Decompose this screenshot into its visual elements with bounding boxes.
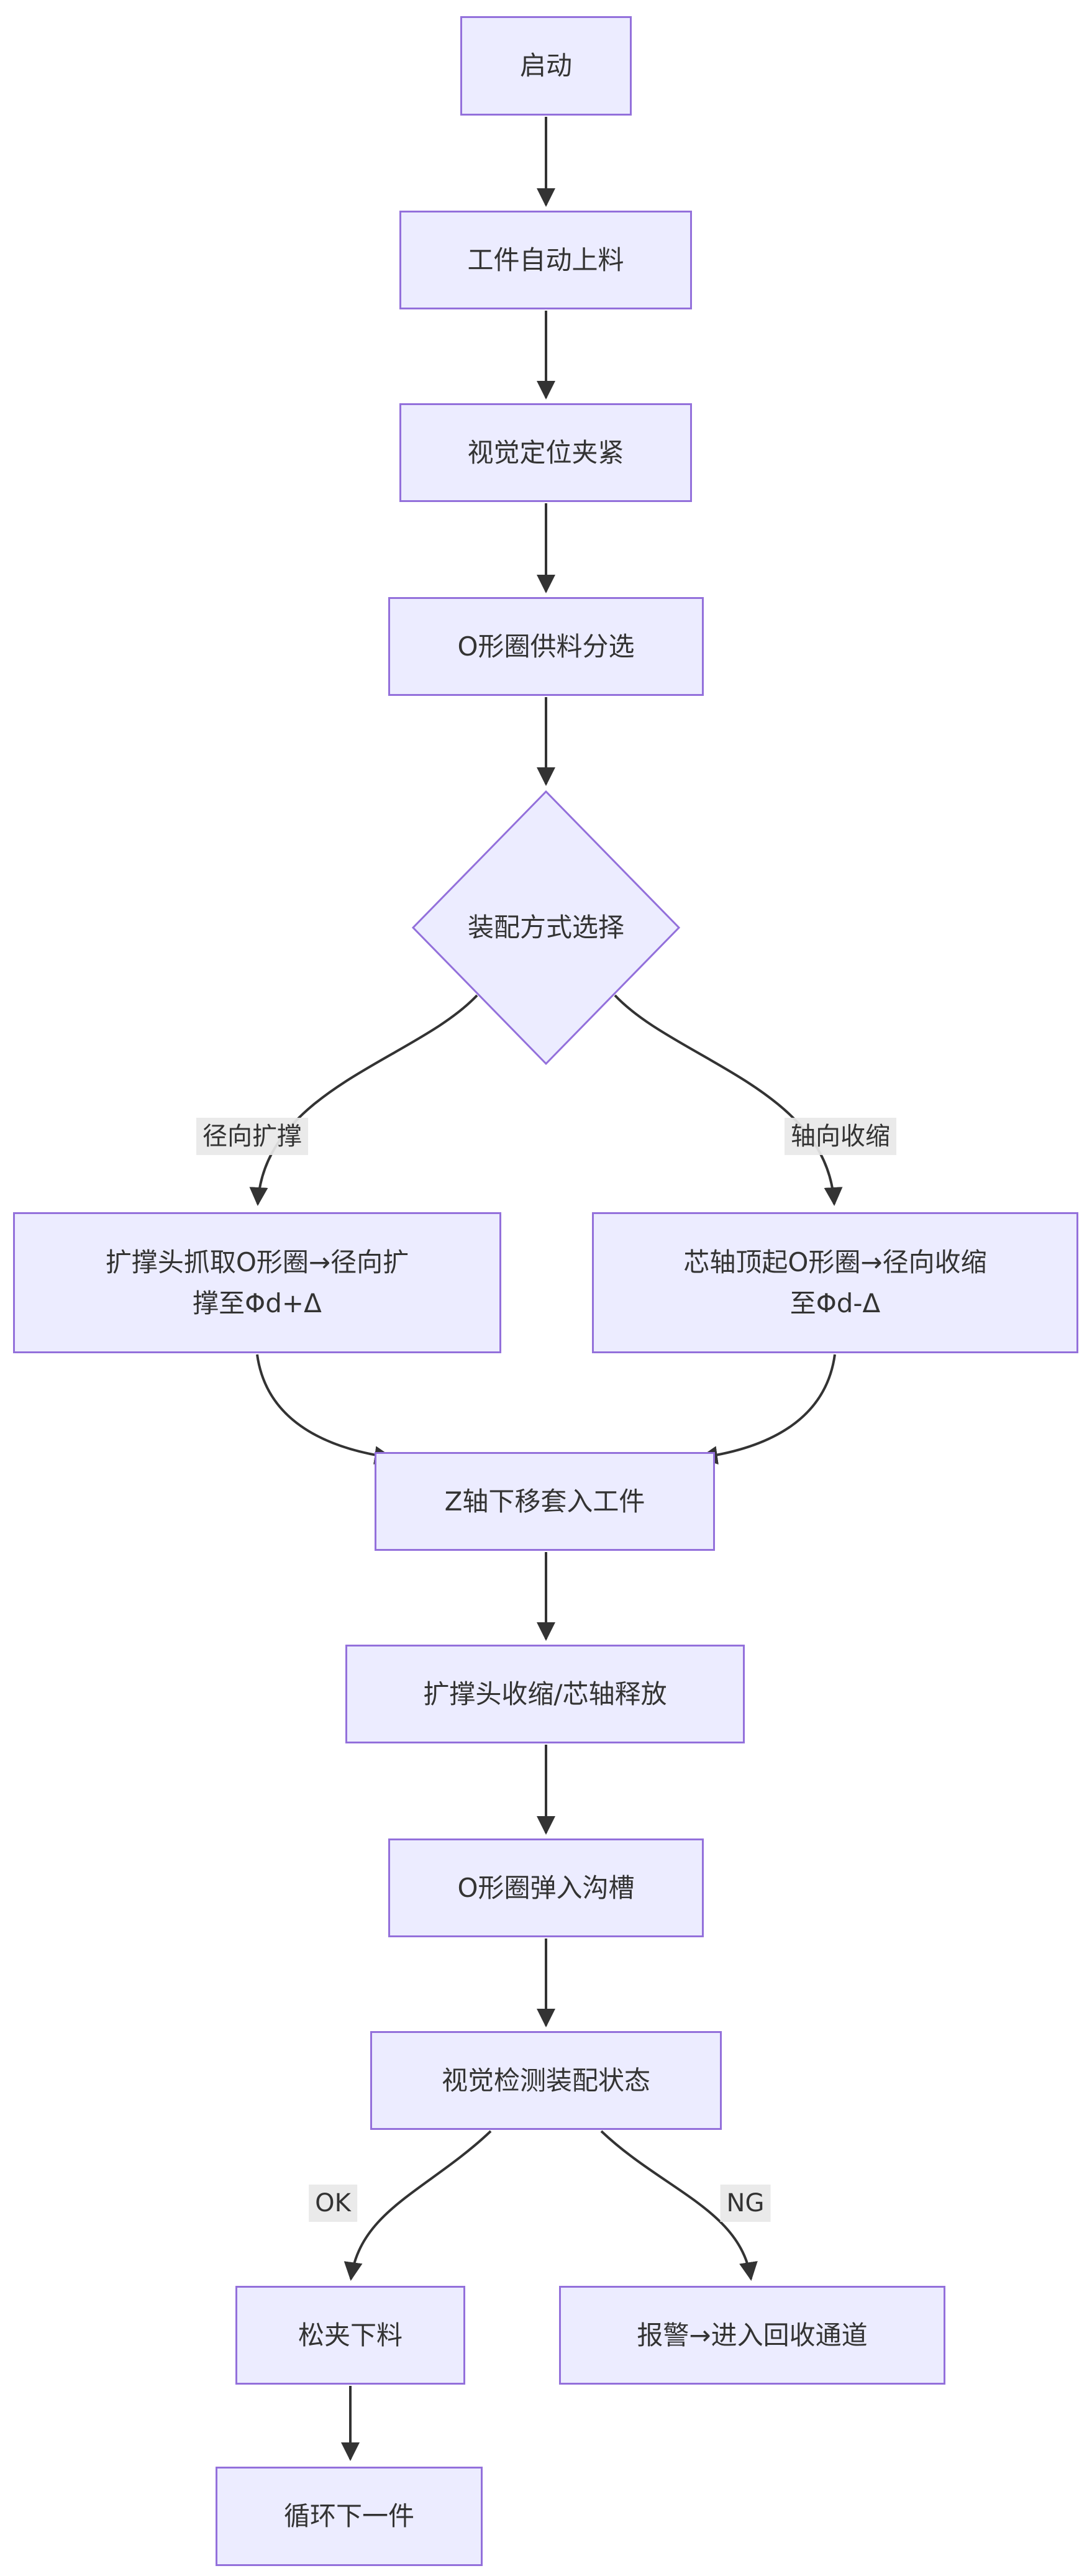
node-vision-clamp: 视觉定位夹紧 <box>399 403 692 502</box>
node-assembly-mode-decision: 装配方式选择 <box>411 790 681 1066</box>
node-snap-into-groove-label: O形圈弹入沟槽 <box>457 1872 635 1903</box>
edge-label-ok: OK <box>309 2185 357 2222</box>
node-z-down-insert-label: Z轴下移套入工件 <box>444 1486 645 1517</box>
node-axial-shrink-label: 芯轴顶起O形圈→径向收缩 至Φd-Δ <box>683 1247 987 1318</box>
node-start-label: 启动 <box>519 50 572 81</box>
decision-diamond-shape <box>411 790 681 1066</box>
node-radial-expand-label: 扩撑头抓取O形圈→径向扩 撑至Φd+Δ <box>105 1247 409 1318</box>
edge-radial-to-zdown <box>256 1354 393 1465</box>
edge-label-radial: 径向扩撑 <box>196 1118 308 1155</box>
node-start: 启动 <box>460 16 632 116</box>
node-vision-inspect: 视觉检测装配状态 <box>370 2031 722 2130</box>
node-oring-feed-sort-label: O形圈供料分选 <box>457 631 635 662</box>
node-alarm-recycle: 报警→进入回收通道 <box>559 2286 945 2385</box>
node-oring-feed-sort: O形圈供料分选 <box>388 597 704 696</box>
node-radial-expand: 扩撑头抓取O形圈→径向扩 撑至Φd+Δ <box>13 1212 501 1353</box>
edge-decision-to-radial <box>249 994 478 1206</box>
node-head-release-label: 扩撑头收缩/芯轴释放 <box>423 1678 667 1709</box>
node-auto-feed: 工件自动上料 <box>399 211 692 309</box>
node-cycle-next-label: 循环下一件 <box>283 2501 414 2532</box>
node-cycle-next: 循环下一件 <box>216 2467 483 2566</box>
node-alarm-recycle-label: 报警→进入回收通道 <box>637 2319 868 2350</box>
edge-label-axial: 轴向收缩 <box>785 1118 896 1155</box>
node-head-release: 扩撑头收缩/芯轴释放 <box>345 1645 745 1743</box>
edge-label-ng: NG <box>720 2185 771 2222</box>
node-auto-feed-label: 工件自动上料 <box>467 244 624 275</box>
edge-inspect-ok <box>344 2130 492 2281</box>
node-snap-into-groove: O形圈弹入沟槽 <box>388 1838 704 1937</box>
node-z-down-insert: Z轴下移套入工件 <box>375 1452 715 1551</box>
edge-inspect-ng <box>600 2130 758 2281</box>
node-axial-shrink: 芯轴顶起O形圈→径向收缩 至Φd-Δ <box>592 1212 1078 1353</box>
node-assembly-mode-decision-label: 装配方式选择 <box>467 912 624 943</box>
edge-axial-to-zdown <box>699 1354 836 1465</box>
node-unclamp-unload-label: 松夹下料 <box>298 2319 403 2350</box>
node-vision-clamp-label: 视觉定位夹紧 <box>467 437 624 468</box>
edge-decision-to-axial <box>614 994 843 1206</box>
node-unclamp-unload: 松夹下料 <box>235 2286 465 2385</box>
node-vision-inspect-label: 视觉检测装配状态 <box>441 2065 650 2096</box>
